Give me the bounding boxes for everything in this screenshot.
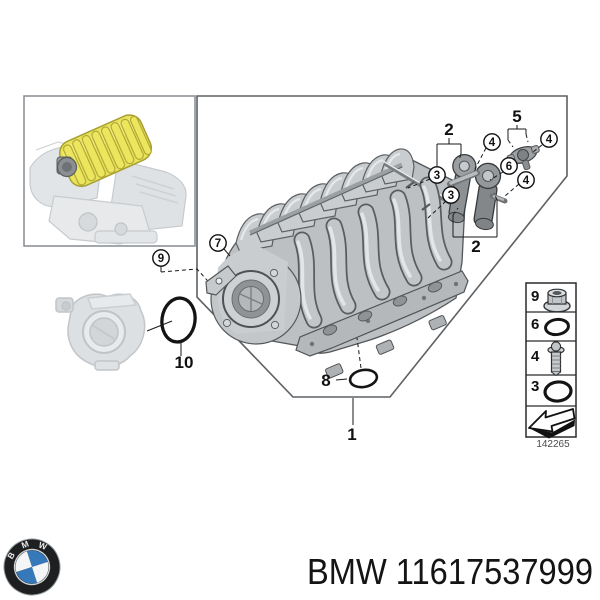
legend-row-9-num: 9 bbox=[531, 288, 539, 305]
callout-4-b: 4 bbox=[532, 130, 558, 153]
svg-text:4: 4 bbox=[489, 137, 496, 149]
callout-10-label: 10 bbox=[175, 353, 194, 372]
legend-row-3-num: 3 bbox=[531, 378, 539, 395]
callout-8-label: 8 bbox=[321, 371, 330, 390]
support-bracket-right bbox=[473, 162, 502, 231]
o-ring-large-icon bbox=[543, 380, 573, 403]
bmw-logo-quadrants bbox=[15, 550, 49, 584]
o-ring-8 bbox=[335, 337, 379, 389]
callout-4-c: 4 bbox=[504, 171, 535, 197]
svg-text:2: 2 bbox=[444, 120, 453, 139]
flange-nut-icon bbox=[543, 288, 571, 313]
callout-1: 1 bbox=[347, 398, 357, 444]
svg-text:6: 6 bbox=[506, 161, 512, 173]
logo-letter-b: B bbox=[5, 550, 17, 561]
thumbnail-throttle-body bbox=[56, 156, 78, 178]
bottom-flange bbox=[295, 270, 469, 379]
svg-text:9: 9 bbox=[158, 253, 164, 265]
runner-tubes bbox=[293, 176, 453, 329]
callout-2-top: 2 bbox=[436, 120, 462, 167]
svg-text:4: 4 bbox=[546, 134, 553, 146]
direction-arrow-icon bbox=[528, 408, 576, 439]
svg-text:1: 1 bbox=[347, 425, 356, 444]
legend-row-6-num: 6 bbox=[531, 316, 539, 333]
callout-7: 7 bbox=[209, 234, 231, 257]
svg-text:5: 5 bbox=[512, 107, 521, 126]
engine-thumbnail bbox=[23, 95, 196, 247]
svg-text:3: 3 bbox=[434, 170, 440, 182]
callout-5: 5 bbox=[507, 107, 529, 148]
callout-3-a: 3 bbox=[407, 166, 446, 189]
callout-2-bottom: 2 bbox=[452, 192, 498, 256]
throttle-flange bbox=[205, 246, 302, 345]
legend-row-4-num: 4 bbox=[531, 348, 540, 365]
o-ring-10 bbox=[146, 296, 197, 356]
part-number-text: BMW 11617537999 bbox=[307, 551, 593, 592]
logo-letter-w: W bbox=[37, 540, 49, 552]
throttle-body-ghost bbox=[55, 293, 146, 371]
callout-3-b: 3 bbox=[427, 186, 460, 219]
callout-4-a: 4 bbox=[474, 133, 501, 170]
svg-text:3: 3 bbox=[448, 190, 454, 202]
callout-6: 6 bbox=[489, 157, 518, 181]
svg-text:7: 7 bbox=[215, 238, 221, 250]
sheet-number: 142265 bbox=[536, 439, 570, 450]
svg-text:2: 2 bbox=[471, 237, 480, 256]
bmw-logo: B M W bbox=[3, 538, 61, 596]
fuel-rail bbox=[248, 162, 404, 236]
flange-bolt-icon bbox=[547, 341, 565, 377]
logo-letter-m: M bbox=[20, 539, 30, 551]
svg-text:4: 4 bbox=[523, 175, 530, 187]
intake-manifold-drawing bbox=[205, 148, 469, 379]
legend-table: 9 6 4 3 bbox=[525, 282, 577, 439]
o-ring-small-icon bbox=[544, 317, 570, 337]
